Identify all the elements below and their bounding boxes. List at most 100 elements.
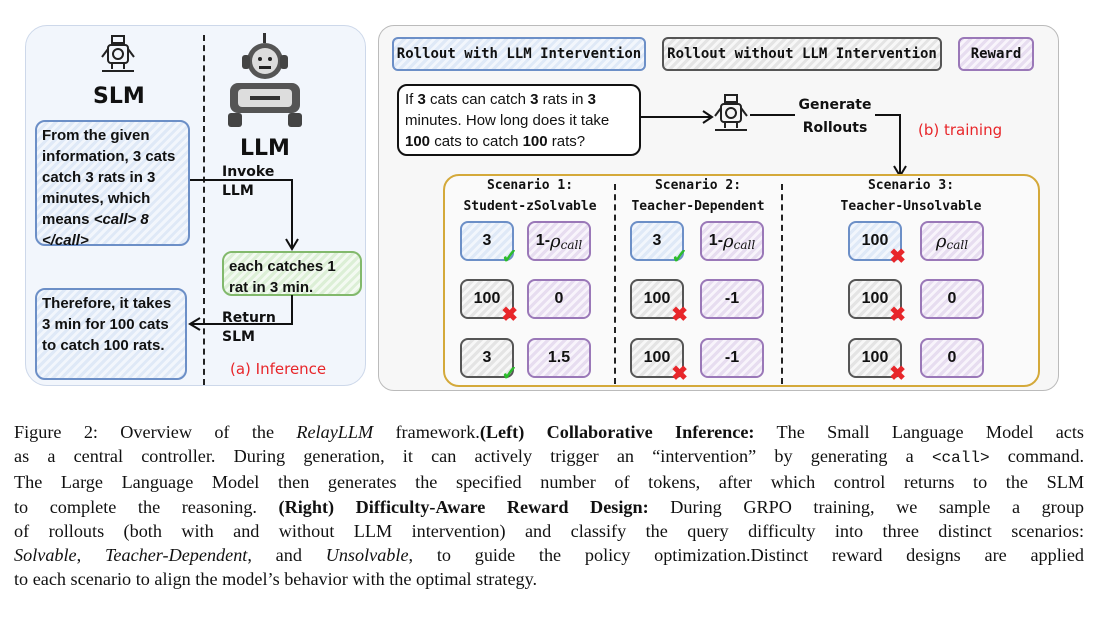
cross-icon: ✖: [501, 304, 518, 326]
rollout-answer: 100✖: [630, 279, 688, 325]
framework-name: RelayLLM: [296, 422, 374, 442]
caption-text: During GRPO training, we sample a group: [648, 496, 1085, 517]
rollout-answer: 100✖: [848, 338, 906, 384]
rollout-answer: 3✓: [460, 221, 518, 267]
caption-line: The Large Language Model then generates …: [14, 472, 1084, 493]
robot-large-icon: [228, 33, 302, 127]
check-icon: ✓: [671, 246, 688, 268]
question-arrow: [640, 110, 714, 124]
q-text: cats can catch: [425, 91, 531, 108]
caption-text: command.: [989, 446, 1084, 467]
legend-without-llm: Rollout without LLM Intervention: [662, 37, 942, 71]
cross-icon: ✖: [671, 363, 688, 385]
slm-label: SLM: [93, 84, 145, 109]
legend-reward: Reward: [958, 37, 1034, 71]
reward-value: 0: [920, 338, 984, 378]
check-icon: ✓: [501, 246, 518, 268]
q-num: 100: [405, 133, 431, 150]
caption-line: Solvable, Teacher-Dependent, and Unsolva…: [14, 543, 1084, 567]
llm-output-box: each catches 1 rat in 3 min.: [222, 251, 362, 296]
reward-text: 0: [554, 290, 564, 307]
q-num: 100: [522, 133, 548, 150]
call-code: <call>: [931, 449, 990, 468]
caption-text: framework.: [373, 422, 480, 442]
q-text: If: [405, 91, 418, 108]
reward-text: 1-: [535, 232, 551, 249]
scenario-title: Scenario 1:: [486, 178, 574, 193]
scenario-title: Scenario 3:: [867, 178, 955, 193]
answer-value: 3: [482, 232, 492, 249]
invoke-arrow: [190, 179, 299, 251]
caption-text: Figure 2: Overview of the: [14, 422, 297, 442]
scenario-name: Teacher-Unsolvable: [840, 199, 982, 214]
reward-text: -1: [724, 349, 740, 366]
figure-caption: Figure 2: Overview of the RelayLLM frame…: [14, 420, 1084, 591]
call-token: <call> 8 </call>: [42, 211, 149, 249]
slm-reasoning-box: From the given information, 3 cats catch…: [35, 120, 190, 249]
caption-text: ,: [76, 545, 105, 566]
q-text: minutes. How long does it take: [405, 112, 610, 129]
q-text: rats?: [547, 133, 586, 150]
return-arrow: [188, 295, 293, 331]
cross-icon: ✖: [671, 304, 688, 326]
answer-value: 100: [861, 349, 889, 366]
caption-bold: (Left) Collaborative Inference:: [479, 422, 755, 442]
answer-value: 100: [861, 290, 889, 307]
cross-icon: ✖: [889, 246, 906, 268]
divider: [614, 184, 616, 384]
caption-bold: (Right) Difficulty-Aware Reward Design:: [278, 496, 649, 517]
reward-text: -1: [724, 290, 740, 307]
scenario-name: Student-zSolvable: [463, 199, 597, 214]
reward-value: 0: [920, 279, 984, 319]
answer-value: 100: [473, 290, 501, 307]
rho-subscript: call: [946, 238, 969, 252]
question-box: If 3 cats can catch 3 rats in 3 minutes.…: [397, 84, 641, 156]
caption-text: , and: [247, 545, 326, 566]
answer-value: 100: [861, 232, 889, 249]
caption-line: Figure 2: Overview of the RelayLLM frame…: [14, 420, 1084, 444]
cross-icon: ✖: [889, 304, 906, 326]
rollout-answer: 3✓: [630, 221, 688, 267]
slm-answer-box: Therefore, it takes 3 min for 100 cats t…: [35, 288, 187, 380]
caption-line: to complete the reasoning. (Right) Diffi…: [14, 495, 1084, 519]
reward-value: -1: [700, 338, 764, 378]
invoke-llm-label: Invoke LLM: [222, 164, 275, 199]
caption-line: to each scenario to align the model’s be…: [14, 569, 538, 590]
rho-symbol: ρ: [935, 230, 947, 252]
answer-value: 100: [643, 290, 671, 307]
robot-small-icon: [714, 94, 748, 131]
rollout-answer: 100✖: [630, 338, 688, 384]
caption-line: of rollouts (both with and without LLM i…: [14, 520, 1084, 541]
rho-symbol: ρ: [723, 230, 734, 252]
answer-value: 100: [643, 349, 671, 366]
answer-value: 3: [482, 349, 492, 366]
rollout-answer: 100✖: [848, 221, 906, 267]
reward-value: -1: [700, 279, 764, 319]
divider: [203, 35, 205, 385]
divider: [781, 184, 783, 384]
generate-rollouts-label: Generate Rollouts: [795, 94, 875, 140]
reward-text: 0: [947, 290, 957, 307]
rollout-answer: 100✖: [848, 279, 906, 325]
rho-subscript: call: [560, 238, 583, 252]
rho-symbol: ρ: [550, 230, 561, 252]
reward-text: 1.5: [547, 349, 571, 366]
reward-text: 0: [947, 349, 957, 366]
caption-text: as a central controller. During generati…: [14, 446, 932, 467]
llm-label: LLM: [240, 136, 290, 161]
reward-value: 0: [527, 279, 591, 319]
rollout-answer: 3✓: [460, 338, 518, 384]
caption-italic: Teacher-Dependent: [104, 545, 248, 566]
scenario-name: Teacher-Dependent: [631, 199, 765, 214]
rho-subscript: call: [733, 238, 756, 252]
caption-italic: Unsolvable: [325, 545, 409, 566]
caption-text: , to guide the policy optimization.Disti…: [408, 545, 1084, 566]
caption-line: as a central controller. During generati…: [14, 444, 1084, 470]
q-text: cats to catch: [430, 133, 523, 150]
training-panel-label: (b) training: [918, 121, 1003, 139]
caption-italic: Solvable: [14, 545, 77, 566]
return-slm-label: Return SLM: [222, 310, 276, 345]
